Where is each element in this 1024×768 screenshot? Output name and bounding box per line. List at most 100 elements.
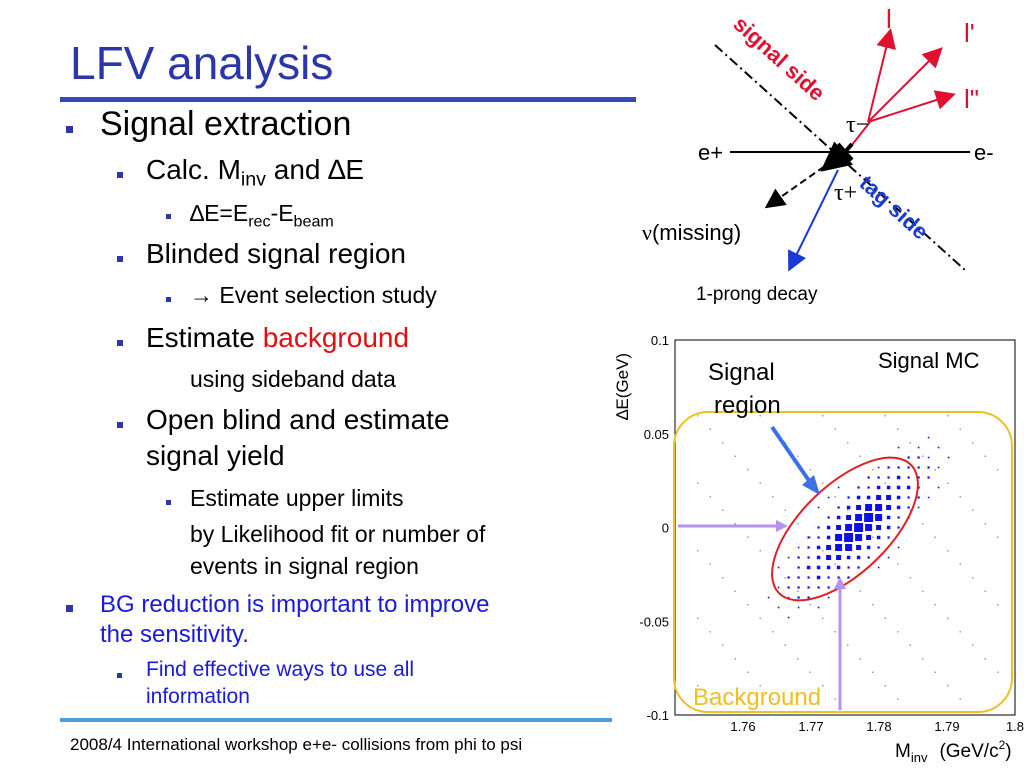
data-point <box>907 456 910 459</box>
plot-dot <box>972 577 974 579</box>
de-text-mid: -E <box>270 200 294 226</box>
plot-dot <box>784 644 786 646</box>
lepton-ldouble-arrow <box>867 90 956 123</box>
data-point <box>855 534 863 541</box>
data-point <box>787 556 790 559</box>
plot-dot <box>947 482 949 484</box>
plot-dot <box>747 604 749 606</box>
bullet-open-blind: Open blind and estimate <box>146 404 450 435</box>
data-point <box>907 496 910 499</box>
data-point <box>856 505 862 510</box>
y-tick-labels: 0.10.050-0.05-0.1 <box>639 333 669 723</box>
data-point <box>867 476 870 479</box>
lepton-ldouble-label: l" <box>964 84 979 114</box>
data-point <box>844 533 854 542</box>
estimate-background-text: background <box>262 322 410 353</box>
data-point <box>897 526 900 529</box>
data-point <box>827 576 830 579</box>
data-point <box>837 576 840 579</box>
data-point <box>826 535 831 540</box>
data-point <box>927 436 930 439</box>
tag-side-label: tag side <box>855 170 934 244</box>
plot-dot <box>834 698 836 700</box>
data-point <box>927 466 930 469</box>
x-tick-label: 1.8 <box>1006 719 1024 734</box>
data-point <box>787 596 790 599</box>
x-tick-label: 1.79 <box>934 719 959 734</box>
bullet-marker <box>66 126 73 133</box>
bullet-estimate: Estimate background <box>146 322 409 354</box>
bullet-delta-e: ∆E=Erec-Ebeam <box>190 200 334 232</box>
data-point <box>777 586 780 589</box>
data-point <box>816 555 821 560</box>
title-underline <box>60 97 636 102</box>
plot-dot <box>734 523 736 525</box>
data-point <box>875 514 883 521</box>
data-point <box>876 525 882 530</box>
data-point <box>865 504 873 511</box>
data-point <box>807 576 810 579</box>
plot-dot <box>759 550 761 552</box>
data-point <box>797 596 800 599</box>
plot-dot <box>984 523 986 525</box>
data-point <box>837 506 840 509</box>
data-point <box>876 535 881 540</box>
plot-dot <box>909 509 911 511</box>
data-point <box>866 535 872 540</box>
plot-dot <box>747 469 749 471</box>
plot-dot <box>772 496 774 498</box>
bullet-find-ways-cont: information <box>146 685 250 708</box>
data-point <box>856 495 861 500</box>
neutrino-label: ν(missing) <box>642 220 741 245</box>
data-point <box>817 526 820 529</box>
signal-region-label: Signal <box>708 359 775 386</box>
plot-dot <box>947 685 949 687</box>
bullet-open-blind-cont: signal yield <box>146 440 285 471</box>
data-point <box>937 486 940 489</box>
plot-dot <box>909 577 911 579</box>
plot-dot <box>797 590 799 592</box>
calc-sub: inv <box>240 168 266 191</box>
data-point <box>887 556 890 559</box>
plot-dot <box>722 442 724 444</box>
plot-dot <box>784 577 786 579</box>
bullet-upper-limits: Estimate upper limits <box>190 485 404 511</box>
data-point <box>875 504 883 511</box>
data-point <box>907 506 910 509</box>
data-point <box>886 505 892 510</box>
plot-dot <box>922 590 924 592</box>
data-point <box>927 476 930 479</box>
data-point <box>937 446 940 449</box>
plot-dot <box>697 617 699 619</box>
lepton-l-label: l <box>886 4 892 34</box>
data-point <box>876 485 881 490</box>
prong-arrow <box>788 169 839 272</box>
data-point <box>896 485 901 490</box>
data-point <box>827 596 830 599</box>
plot-dot <box>797 658 799 660</box>
x-tick-label: 1.77 <box>798 719 823 734</box>
data-point <box>897 546 900 549</box>
lepton-lprime-arrow <box>867 47 943 123</box>
background-arrowhead-bottom <box>834 577 846 589</box>
data-point <box>927 456 930 459</box>
plot-dot <box>722 509 724 511</box>
plot-dot <box>922 455 924 457</box>
plot-dot <box>759 415 761 417</box>
data-point <box>907 466 910 469</box>
data-point <box>855 514 863 521</box>
data-point <box>897 446 900 449</box>
data-point <box>906 485 911 490</box>
data-point <box>787 586 790 589</box>
plot-dot <box>847 442 849 444</box>
plot-dot <box>922 658 924 660</box>
e-plus-label: e+ <box>698 140 723 165</box>
data-point <box>845 524 853 531</box>
data-point <box>866 545 871 550</box>
plot-title: Signal MC <box>878 348 980 373</box>
estimate-text: Estimate <box>146 322 263 353</box>
plot-dot <box>984 590 986 592</box>
data-point <box>826 525 831 530</box>
y-tick-label: -0.05 <box>639 614 669 629</box>
